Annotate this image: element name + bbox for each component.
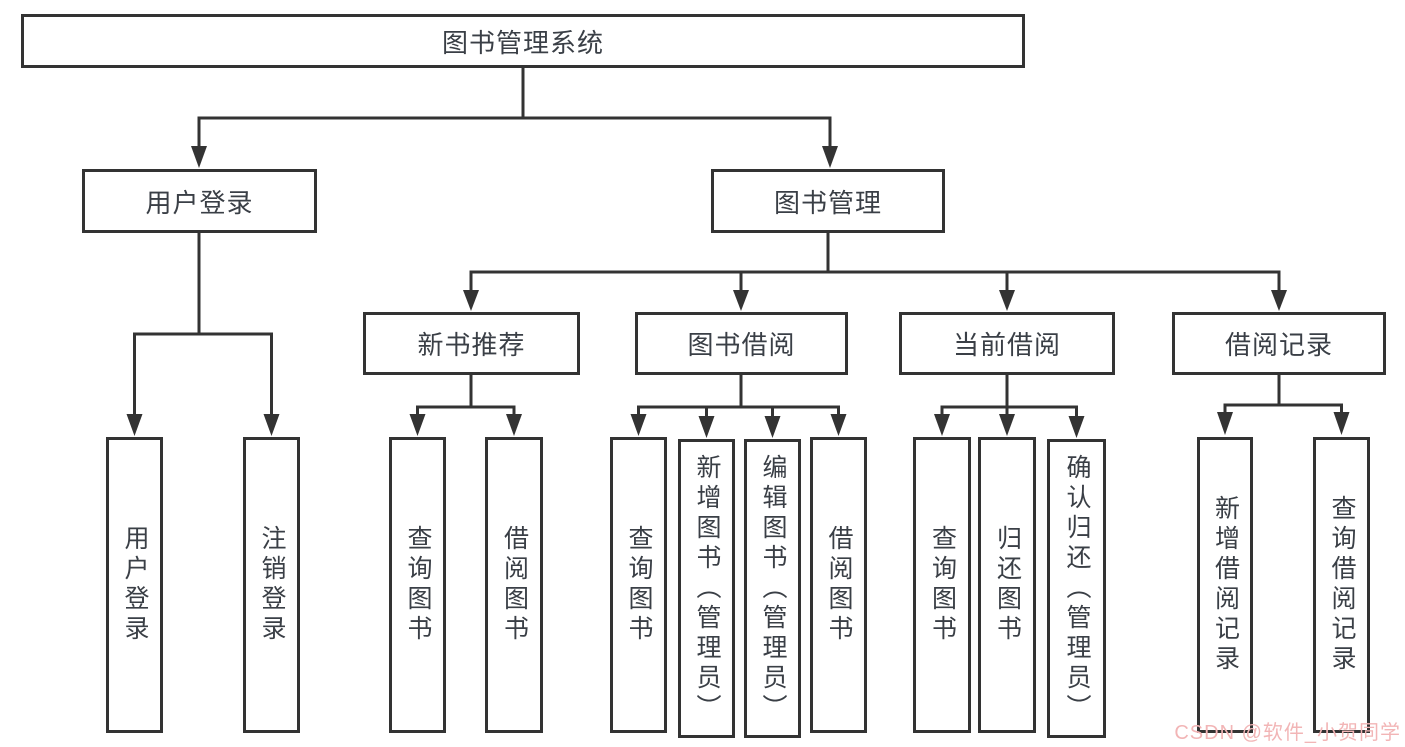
leaf-current-query-books-label: 查询图书: [928, 525, 957, 645]
leaf-borrowing-query-books: 查询图书: [610, 437, 667, 733]
node-book-borrowing-label: 图书借阅: [687, 330, 796, 360]
node-borrowing-records: 借阅记录: [1172, 312, 1386, 375]
leaf-recommend-borrow-books-label: 借阅图书: [500, 525, 529, 645]
leaf-add-borrow-record-label: 新增借阅记录: [1211, 495, 1240, 675]
node-root-system: 图书管理系统: [21, 14, 1025, 68]
node-user-login: 用户登录: [82, 169, 317, 233]
leaf-query-borrow-record: 查询借阅记录: [1313, 437, 1370, 733]
leaf-borrowing-query-books-label: 查询图书: [625, 525, 653, 645]
leaf-borrowing-borrow-books: 借阅图书: [810, 437, 867, 733]
leaf-edit-books-admin-label: 编辑图书（管理员）: [759, 453, 787, 724]
leaf-current-query-books: 查询图书: [913, 437, 971, 733]
leaf-recommend-query-books: 查询图书: [389, 437, 446, 733]
connector-arrowheads: [126, 146, 1350, 438]
leaf-user-login: 用户登录: [106, 437, 163, 733]
leaf-query-borrow-record-label: 查询借阅记录: [1328, 495, 1356, 675]
leaf-return-books-label: 归还图书: [993, 525, 1022, 645]
node-current-borrowing: 当前借阅: [899, 312, 1115, 375]
node-new-book-recommend: 新书推荐: [363, 312, 580, 375]
leaf-add-books-admin-label: 新增图书（管理员）: [693, 453, 721, 724]
node-current-borrowing-label: 当前借阅: [952, 330, 1061, 360]
node-root-label: 图书管理系统: [441, 27, 604, 58]
leaf-logout: 注销登录: [243, 437, 300, 733]
node-new-book-recommend-label: 新书推荐: [417, 330, 526, 360]
leaf-confirm-return-admin: 确认归还（管理员）: [1047, 439, 1106, 738]
csdn-watermark: CSDN @软件_小贺同学: [1174, 722, 1401, 744]
node-user-login-label: 用户登录: [145, 187, 254, 218]
node-book-management: 图书管理: [711, 169, 945, 233]
leaf-add-borrow-record: 新增借阅记录: [1197, 437, 1253, 733]
leaf-return-books: 归还图书: [978, 437, 1036, 733]
leaf-logout-label: 注销登录: [258, 525, 286, 645]
node-borrowing-records-label: 借阅记录: [1224, 330, 1333, 360]
leaf-recommend-borrow-books: 借阅图书: [485, 437, 543, 733]
leaf-edit-books-admin: 编辑图书（管理员）: [744, 439, 801, 738]
node-book-management-label: 图书管理: [773, 187, 882, 218]
node-book-borrowing: 图书借阅: [635, 312, 848, 375]
leaf-user-login-label: 用户登录: [121, 525, 149, 645]
leaf-confirm-return-admin-label: 确认归还（管理员）: [1063, 453, 1091, 724]
leaf-recommend-query-books-label: 查询图书: [404, 525, 432, 645]
leaf-borrowing-borrow-books-label: 借阅图书: [825, 525, 853, 645]
leaf-add-books-admin: 新增图书（管理员）: [678, 439, 735, 738]
